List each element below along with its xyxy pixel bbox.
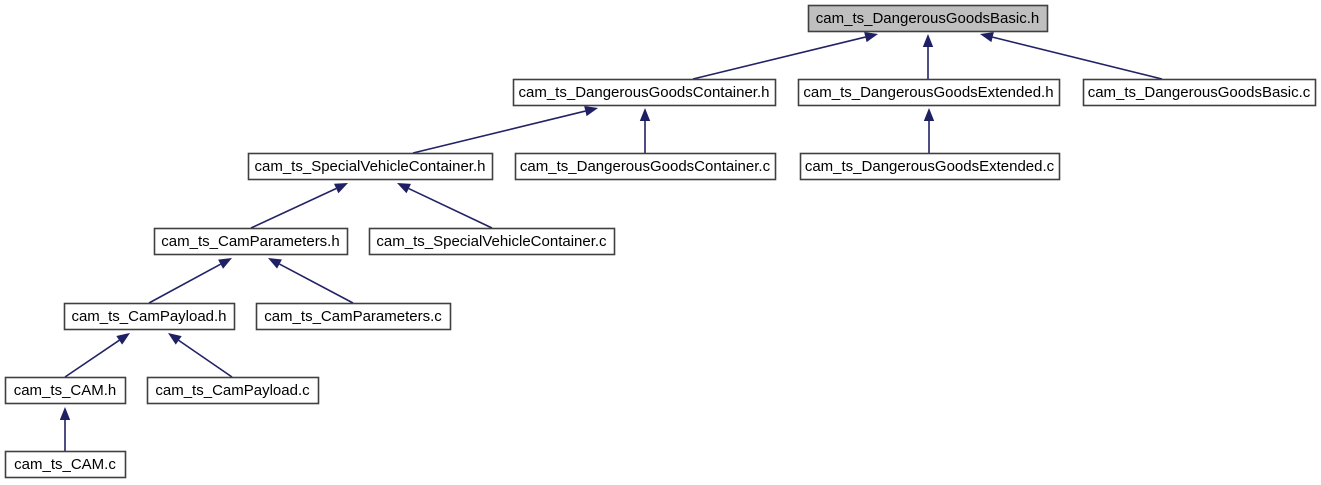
edge-arrowhead-icon bbox=[168, 333, 182, 345]
edge-arrowhead-icon bbox=[639, 108, 651, 121]
edge-arrowhead-icon bbox=[116, 333, 130, 345]
dependency-edge bbox=[64, 333, 130, 378]
edge-arrowhead-icon bbox=[59, 407, 71, 420]
node-box[interactable] bbox=[797, 78, 1061, 107]
node-box[interactable] bbox=[63, 302, 236, 331]
edge-line bbox=[279, 263, 354, 304]
edge-arrowhead-icon bbox=[268, 258, 282, 269]
node-label: cam_ts_DangerousGoodsBasic.h bbox=[816, 10, 1039, 27]
edge-arrowhead-icon bbox=[584, 106, 598, 117]
node-box[interactable] bbox=[807, 4, 1049, 33]
edge-arrowhead-icon bbox=[923, 108, 935, 121]
edge-arrowhead-icon bbox=[980, 32, 994, 43]
dependency-edge bbox=[59, 407, 71, 451]
dependency-edge bbox=[250, 183, 348, 229]
node-box[interactable] bbox=[153, 227, 349, 256]
graph-node-camparams_c[interactable]: cam_ts_CamParameters.c bbox=[255, 302, 452, 331]
graph-node-svc_c[interactable]: cam_ts_SpecialVehicleContainer.c bbox=[368, 227, 616, 256]
graph-node-svc_h[interactable]: cam_ts_SpecialVehicleContainer.h bbox=[247, 152, 494, 181]
graph-node-campayload_h[interactable]: cam_ts_CamPayload.h bbox=[63, 302, 236, 331]
nodes-layer: cam_ts_DangerousGoodsBasic.h cam_ts_Dange… bbox=[4, 4, 1317, 479]
graph-node-campayload_c[interactable]: cam_ts_CamPayload.c bbox=[146, 376, 320, 405]
edge-line bbox=[250, 187, 337, 229]
node-label: cam_ts_CAM.h bbox=[14, 382, 117, 399]
dependency-edge bbox=[168, 333, 233, 378]
edge-arrowhead-icon bbox=[218, 258, 232, 269]
node-label: cam_ts_CamParameters.c bbox=[264, 308, 442, 325]
node-box[interactable] bbox=[4, 376, 127, 405]
dependency-edge bbox=[692, 32, 878, 80]
edge-arrowhead-icon bbox=[397, 183, 411, 194]
graph-node-dg_extended_c[interactable]: cam_ts_DangerousGoodsExtended.c bbox=[799, 152, 1061, 181]
node-label: cam_ts_SpecialVehicleContainer.h bbox=[255, 158, 486, 175]
edge-arrowhead-icon bbox=[334, 183, 348, 194]
edge-arrowhead-icon bbox=[922, 34, 934, 47]
graph-node-dg_container_h[interactable]: cam_ts_DangerousGoodsContainer.h bbox=[512, 78, 777, 107]
node-box[interactable] bbox=[1082, 78, 1317, 107]
node-label: cam_ts_CamParameters.h bbox=[161, 233, 339, 250]
node-label: cam_ts_SpecialVehicleContainer.c bbox=[376, 233, 607, 250]
node-box[interactable] bbox=[146, 376, 320, 405]
graph-node-cam_c[interactable]: cam_ts_CAM.c bbox=[4, 450, 127, 479]
node-label: cam_ts_DangerousGoodsContainer.h bbox=[519, 84, 770, 101]
node-box[interactable] bbox=[247, 152, 494, 181]
edge-line bbox=[992, 36, 1163, 80]
dependency-edge bbox=[980, 32, 1163, 80]
edge-line bbox=[408, 187, 493, 229]
dependency-edge bbox=[412, 106, 598, 154]
node-box[interactable] bbox=[255, 302, 452, 331]
node-box[interactable] bbox=[512, 78, 777, 107]
dependency-edge bbox=[922, 34, 934, 79]
node-label: cam_ts_CAM.c bbox=[14, 456, 116, 473]
node-label: cam_ts_DangerousGoodsExtended.h bbox=[803, 84, 1053, 101]
node-label: cam_ts_CamPayload.c bbox=[155, 382, 310, 399]
graph-node-dg_basic_c[interactable]: cam_ts_DangerousGoodsBasic.c bbox=[1082, 78, 1317, 107]
node-box[interactable] bbox=[514, 152, 777, 181]
graph-node-camparams_h[interactable]: cam_ts_CamParameters.h bbox=[153, 227, 349, 256]
node-box[interactable] bbox=[4, 450, 127, 479]
node-box[interactable] bbox=[799, 152, 1061, 181]
node-label: cam_ts_DangerousGoodsContainer.c bbox=[520, 158, 771, 175]
edge-line bbox=[692, 36, 866, 80]
graph-node-dg_container_c[interactable]: cam_ts_DangerousGoodsContainer.c bbox=[514, 152, 777, 181]
node-label: cam_ts_DangerousGoodsExtended.c bbox=[805, 158, 1055, 175]
edge-line bbox=[412, 110, 586, 154]
edges-layer bbox=[59, 32, 1163, 451]
edge-arrowhead-icon bbox=[864, 32, 878, 43]
node-box[interactable] bbox=[368, 227, 616, 256]
dependency-edge bbox=[268, 258, 354, 304]
graph-node-dg_extended_h[interactable]: cam_ts_DangerousGoodsExtended.h bbox=[797, 78, 1061, 107]
graph-node-cam_h[interactable]: cam_ts_CAM.h bbox=[4, 376, 127, 405]
graph-node-dg_basic_h[interactable]: cam_ts_DangerousGoodsBasic.h bbox=[807, 4, 1049, 33]
dependency-edge bbox=[639, 108, 651, 153]
dependency-edge bbox=[923, 108, 935, 153]
dependency-edge bbox=[148, 258, 232, 304]
edge-line bbox=[148, 263, 221, 304]
edge-line bbox=[64, 339, 120, 378]
dependency-edge bbox=[397, 183, 493, 229]
node-label: cam_ts_CamPayload.h bbox=[71, 308, 226, 325]
node-label: cam_ts_DangerousGoodsBasic.c bbox=[1088, 84, 1311, 101]
edge-line bbox=[178, 339, 233, 378]
